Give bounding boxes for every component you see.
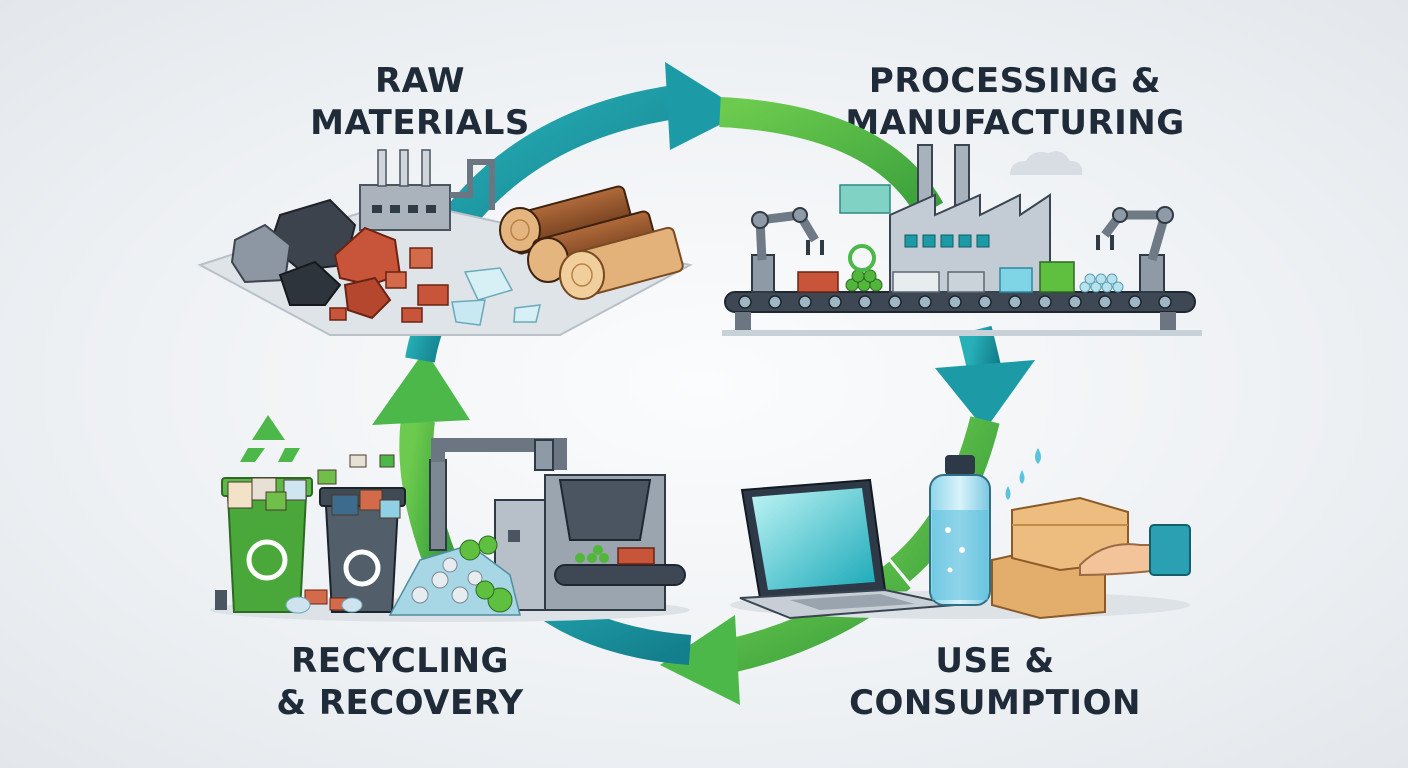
stage-label-line: RECYCLING: [291, 641, 509, 681]
green-box-icon: [1039, 261, 1075, 293]
metal-slab-icon: [947, 271, 985, 293]
arrowhead-top: [665, 62, 745, 150]
glass-beads-icon: [1079, 273, 1124, 293]
sheet-stack-icon: [892, 271, 940, 293]
cloud-icon: [1010, 151, 1083, 175]
raw-materials-illustration: [197, 149, 693, 336]
processing-illustration: [722, 144, 1202, 336]
robot-arm-left-icon: [751, 207, 824, 293]
arrow-top-right-green: [719, 97, 944, 218]
conveyor-belt-icon: [722, 291, 1202, 336]
stage-label-line: MANUFACTURING: [845, 103, 1185, 143]
wood-logs-icon: [499, 185, 684, 300]
stage-label-line: PROCESSING &: [868, 61, 1162, 101]
stage-label-line: MATERIALS: [310, 103, 530, 143]
stage-label-use: USE & CONSUMPTION: [845, 640, 1145, 724]
factory-icon: [359, 149, 495, 231]
glass-block-icon: [999, 267, 1033, 293]
copper-ore-icon: [329, 226, 449, 323]
arrowhead-left: [372, 350, 470, 425]
stage-label-line: CONSUMPTION: [849, 683, 1141, 723]
green-pellets-icon: [845, 269, 883, 292]
recovered-material-pile-icon: [285, 535, 521, 616]
stage-label-raw-materials: RAW MATERIALS: [290, 60, 550, 144]
recycle-symbol-icon: [240, 415, 300, 462]
hand-icon: [1079, 524, 1191, 577]
use-illustration: [730, 448, 1191, 620]
copper-block-icon: [797, 271, 839, 293]
water-drops-icon: [1005, 448, 1041, 500]
water-bottle-icon: [929, 455, 991, 606]
recycling-illustration: [210, 415, 690, 622]
arrowhead-right: [935, 360, 1035, 430]
coal-icon: [230, 198, 357, 306]
stage-label-processing: PROCESSING & MANUFACTURING: [835, 60, 1195, 144]
glass-crystal-icon: [451, 267, 541, 326]
laptop-icon: [739, 478, 956, 620]
robot-arm-right-icon: [1096, 206, 1174, 293]
stage-label-line: USE &: [935, 641, 1055, 681]
stage-label-recycling: RECYCLING & RECOVERY: [265, 640, 535, 724]
arrowhead-bottom: [660, 615, 740, 705]
recycle-symbol-small-icon: [848, 244, 876, 272]
stage-label-line: RAW: [375, 61, 465, 101]
stage-label-line: & RECOVERY: [276, 683, 524, 723]
mixed-waste-icon: [227, 454, 401, 519]
